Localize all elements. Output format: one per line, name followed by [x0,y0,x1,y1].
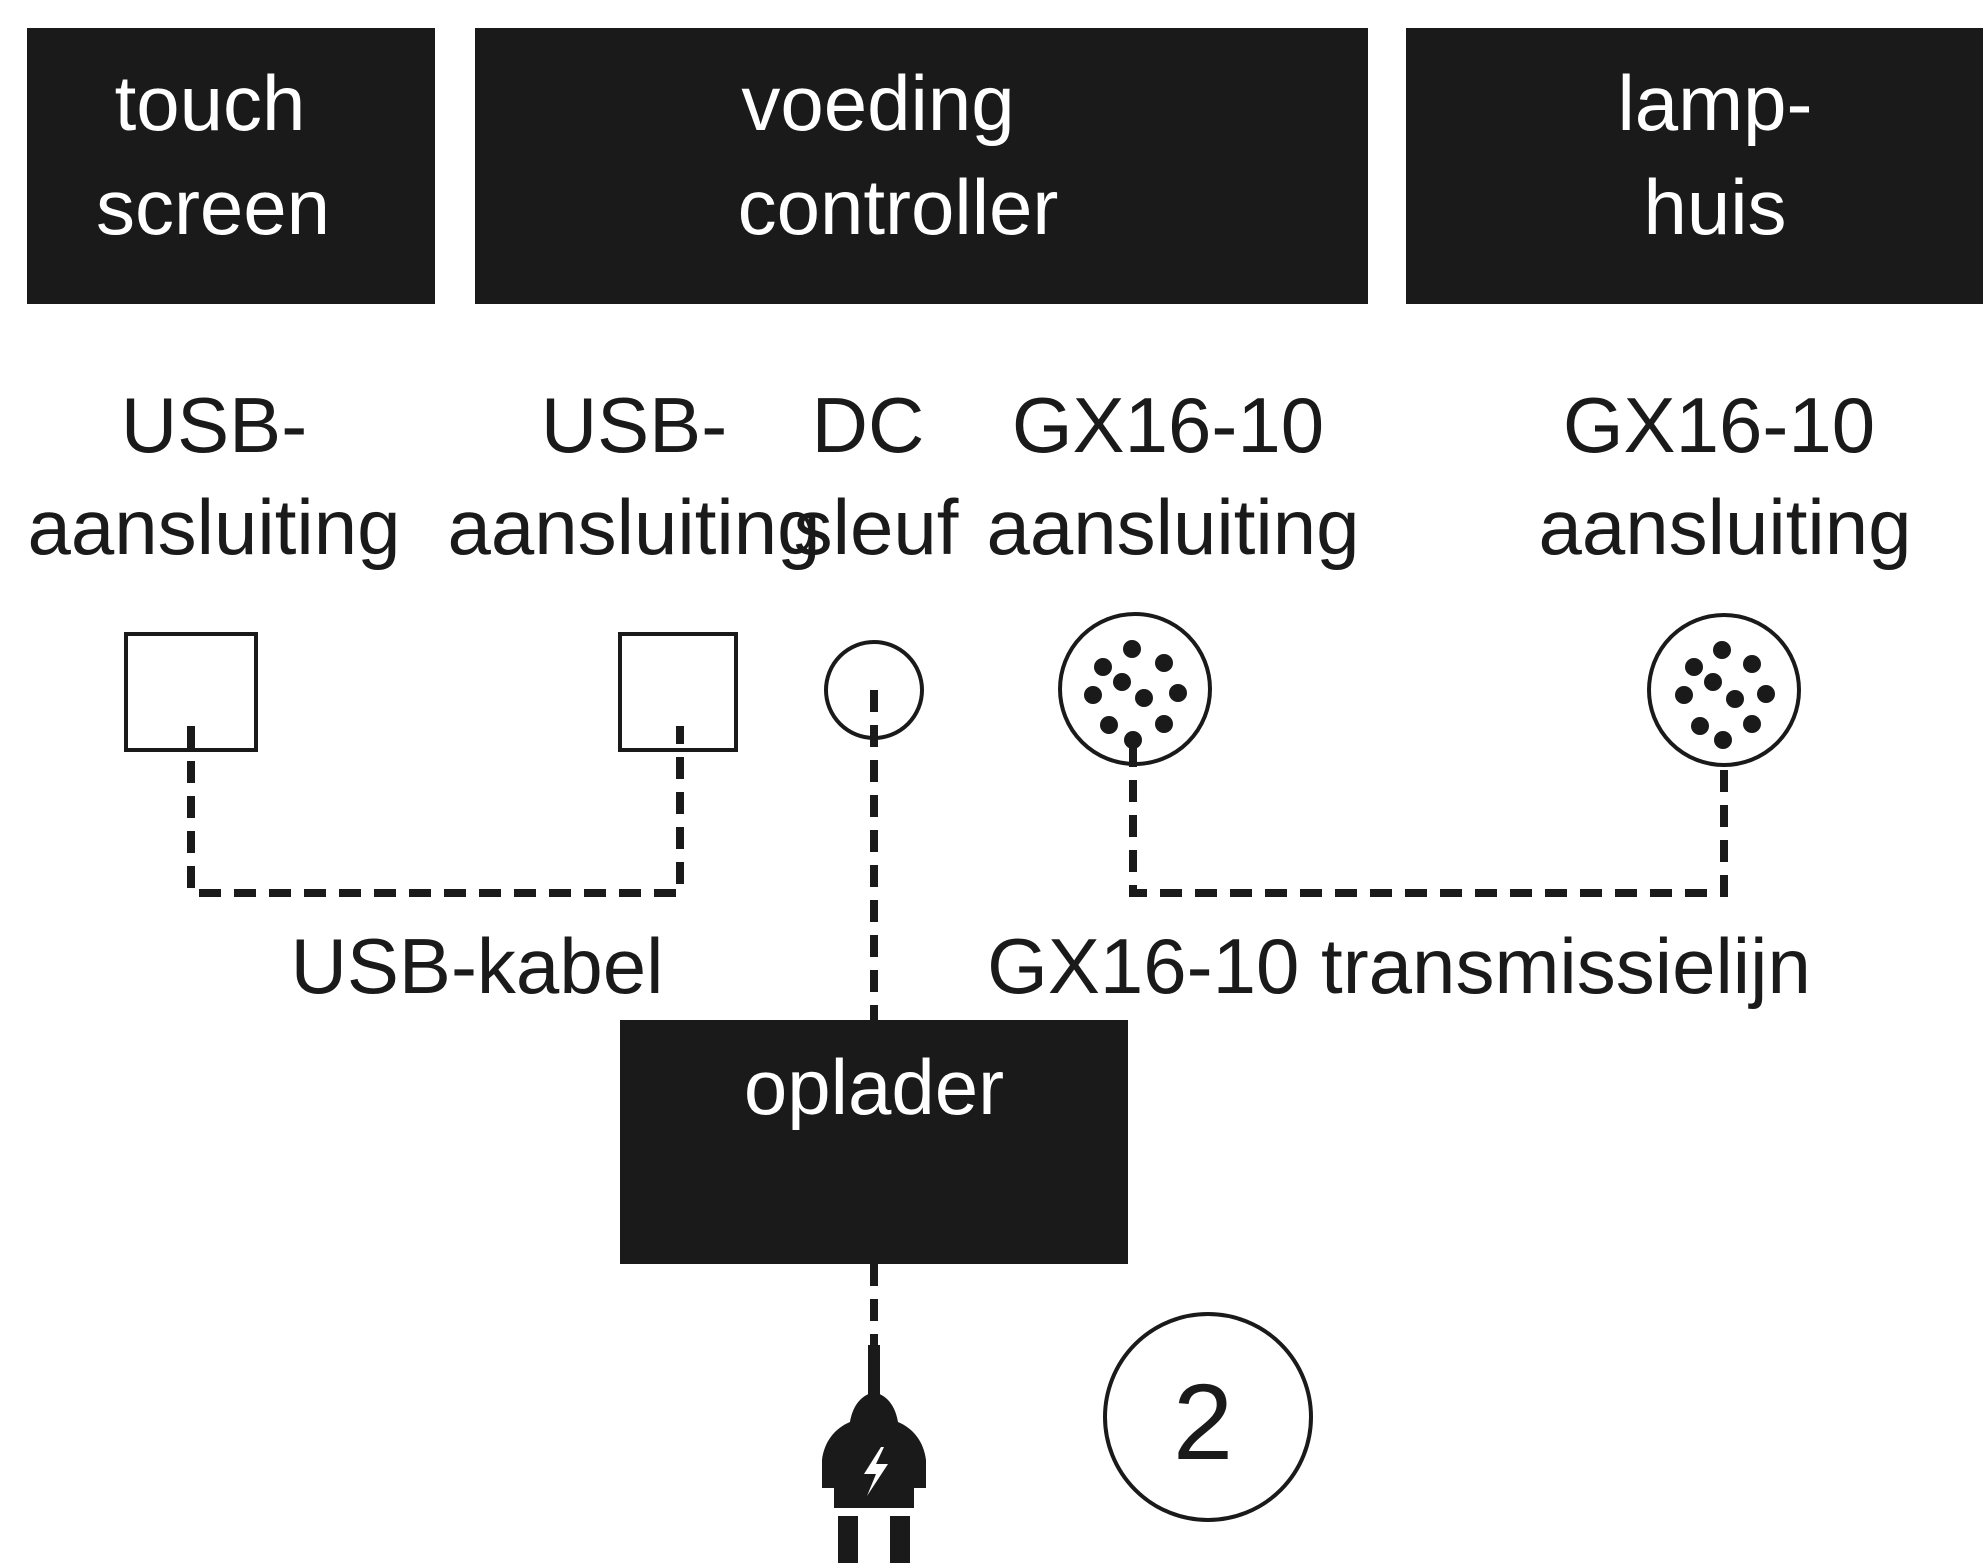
port-label-line1: DC [812,381,925,469]
lamp-gx16-connector-icon [1647,613,1801,767]
controller-label-line2: controller [738,163,1059,251]
touch-screen-label-line2: screen [96,163,330,251]
controller-box: voeding controller [475,28,1368,304]
port-label-line2: aansluiting [28,483,401,571]
charger-label: oplader [744,1043,1004,1131]
port-label-line1: GX16-10 [1563,381,1875,469]
port-label-controller-dc: DC sleuf [794,381,959,571]
port-label-line1: USB- [541,381,727,469]
port-label-line1: GX16-10 [1012,381,1324,469]
touch-screen-label-line1: touch [115,59,306,147]
touch-screen-box: touch screen [27,28,435,304]
usb-cable-label: USB-kabel [291,922,664,1010]
controller-label-line1: voeding [741,59,1014,147]
port-label-line1: USB- [121,381,307,469]
port-label-lamp-gx: GX16-10 aansluiting [1539,381,1912,571]
step-number: 2 [1173,1361,1233,1482]
usb-cable-line [187,726,684,897]
port-label-line2: aansluiting [987,483,1360,571]
port-label-line2: aansluiting [1539,483,1912,571]
port-label-line2: sleuf [794,483,959,571]
gx16-cable-label: GX16-10 transmissielijn [987,922,1811,1010]
gx16-cable-line [1129,745,1728,897]
controller-gx16-connector-icon [1058,612,1212,766]
controller-usb-port-icon [618,632,738,752]
lamp-housing-label-line2: huis [1643,163,1786,251]
port-label-controller-gx: GX16-10 aansluiting [987,381,1360,571]
lamp-housing-label-line1: lamp- [1617,59,1812,147]
port-label-controller-usb: USB- aansluiting [448,381,821,571]
lightning-icon [864,1447,888,1496]
step-badge: 2 [1103,1312,1313,1522]
power-plug-icon [822,1345,926,1563]
lamp-housing-box: lamp- huis [1406,28,1983,304]
port-label-line2: aansluiting [448,483,821,571]
port-label-touch-usb: USB- aansluiting [28,381,401,571]
charger-box: oplader [620,1020,1128,1264]
